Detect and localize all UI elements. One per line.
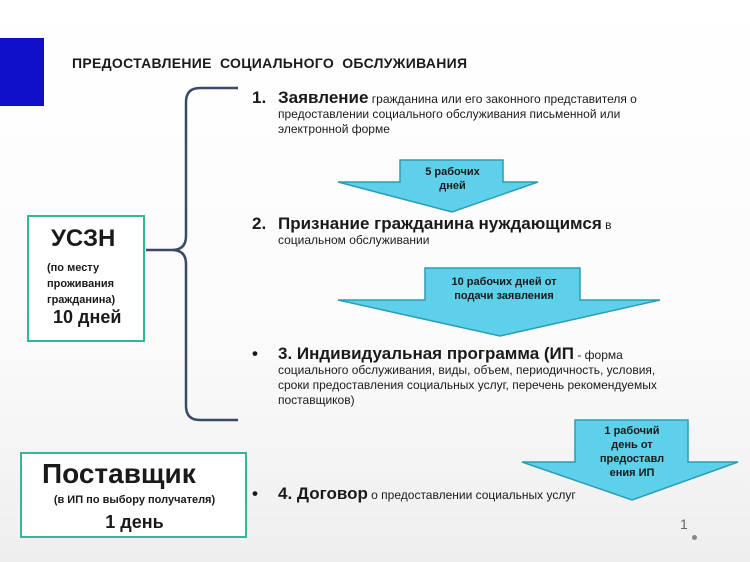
- arrow-2: [337, 267, 661, 337]
- step-4: •4. Договор о предоставлении социальных …: [252, 484, 576, 503]
- page-title: ПРЕДОСТАВЛЕНИЕ СОЦИАЛЬНОГО ОБСЛУЖИВАНИЯ: [72, 55, 468, 71]
- accent-square: [0, 38, 44, 106]
- arrow-1: [337, 159, 539, 213]
- step-3: •3. Индивидуальная программа (ИП - форма…: [252, 344, 657, 407]
- step-1: 1.Заявление гражданина или его законного…: [252, 88, 637, 136]
- arrow-3: [521, 419, 739, 501]
- page-number: 1: [680, 516, 688, 532]
- supplier-days: 1 день: [105, 512, 164, 532]
- uszn-days: 10 дней: [53, 307, 122, 327]
- step-2: 2.Признание гражданина нуждающимся в соц…: [252, 214, 612, 247]
- supplier-name: Поставщик: [42, 458, 196, 489]
- supplier-box: Поставщик (в ИП по выбору получателя) 1 …: [20, 452, 247, 538]
- uszn-name: УСЗН: [51, 225, 116, 252]
- uszn-note: (по месту проживания гражданина): [47, 262, 116, 306]
- slide-dot: [692, 535, 697, 540]
- uszn-box: УСЗН (по месту проживания гражданина) 10…: [27, 215, 145, 342]
- supplier-note: (в ИП по выбору получателя): [53, 494, 216, 506]
